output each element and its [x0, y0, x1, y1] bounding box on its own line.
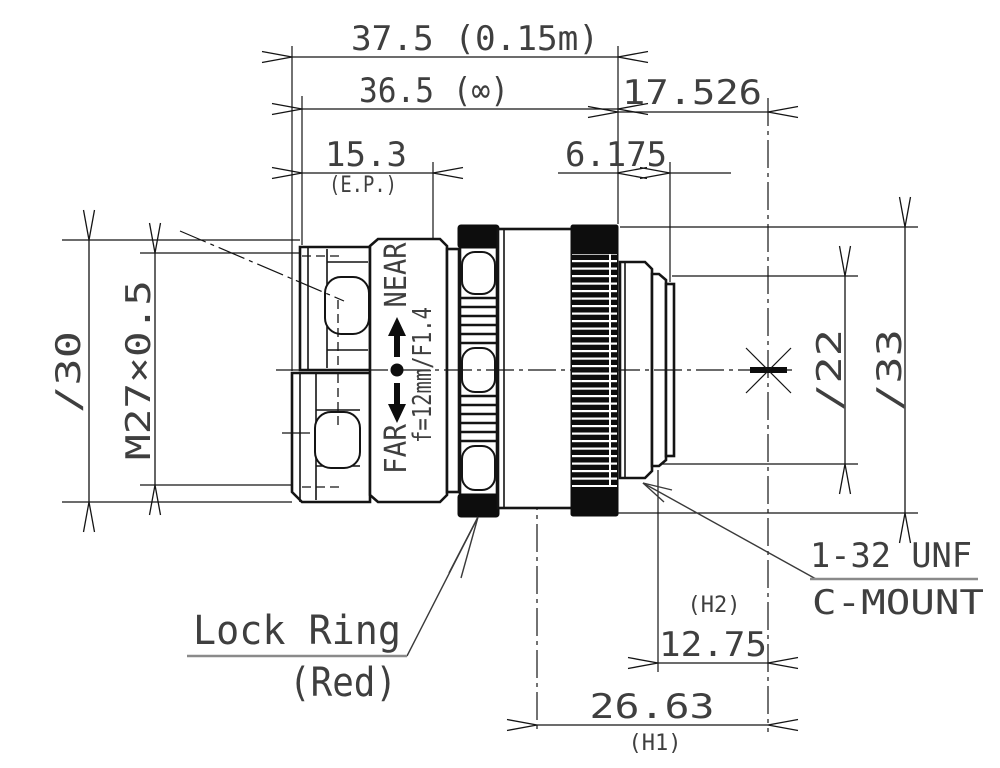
image-plane-marker: [745, 347, 792, 394]
dimension-lines: [82, 50, 912, 732]
dim-entrance-pupil: 15.3: [325, 135, 407, 175]
lock-ring: [457, 224, 500, 518]
dim-entrance-pupil-note: (E.P.): [329, 173, 397, 198]
far-label: FAR: [379, 423, 414, 474]
extension-lines: [62, 46, 918, 732]
front-barrel-lower: [282, 371, 372, 504]
dimension-labels: 37.5 (0.15m) 36.5 (∞) 17.526 15.3 (E.P.)…: [49, 19, 910, 756]
dim-h1-value: 26.63: [590, 687, 715, 727]
dim-h2-note: (H2): [688, 593, 741, 618]
hex-flat-centerline: [179, 230, 345, 302]
front-barrel-upper: [298, 245, 372, 372]
dim-rear-tube-diameter: ∕22: [810, 329, 850, 411]
dim-rear-protrusion: 6.175: [565, 135, 667, 175]
dim-filter-thread: M27×0.5: [119, 280, 159, 460]
dim-flange-focal: 17.526: [622, 73, 762, 113]
lens-body: [179, 224, 676, 518]
lock-ring-ribs: [460, 296, 497, 443]
dim-barrel-diameter: ∕33: [870, 329, 910, 411]
c-mount-callout: 1-32 UNF C-MOUNT: [642, 482, 984, 623]
focus-ring-markings: NEAR FAR f=12mm/F1.4: [379, 242, 438, 474]
dim-overall-inf: 36.5 (∞): [359, 71, 509, 111]
mount-type-label: C-MOUNT: [812, 583, 984, 623]
near-arrow-icon: [388, 317, 406, 357]
lens-spec-label: f=12mm/F1.4: [408, 307, 438, 443]
far-arrow-icon: [388, 383, 406, 423]
dim-h1-note: (H1): [629, 731, 682, 756]
lock-ring-color-label: (Red): [289, 660, 397, 706]
near-label: NEAR: [379, 242, 414, 308]
dim-front-diameter: ∕30: [49, 331, 89, 413]
dim-overall-near: 37.5 (0.15m): [351, 19, 599, 59]
lock-ring-label: Lock Ring: [193, 608, 401, 654]
rear-knurled-ring: [570, 224, 619, 517]
lock-ring-callout: Lock Ring (Red): [187, 516, 479, 706]
mount-thread-label: 1-32 UNF: [810, 536, 972, 576]
dim-h2-value: 12.75: [659, 625, 767, 665]
index-dot: [390, 363, 404, 377]
main-barrel: [496, 227, 574, 510]
